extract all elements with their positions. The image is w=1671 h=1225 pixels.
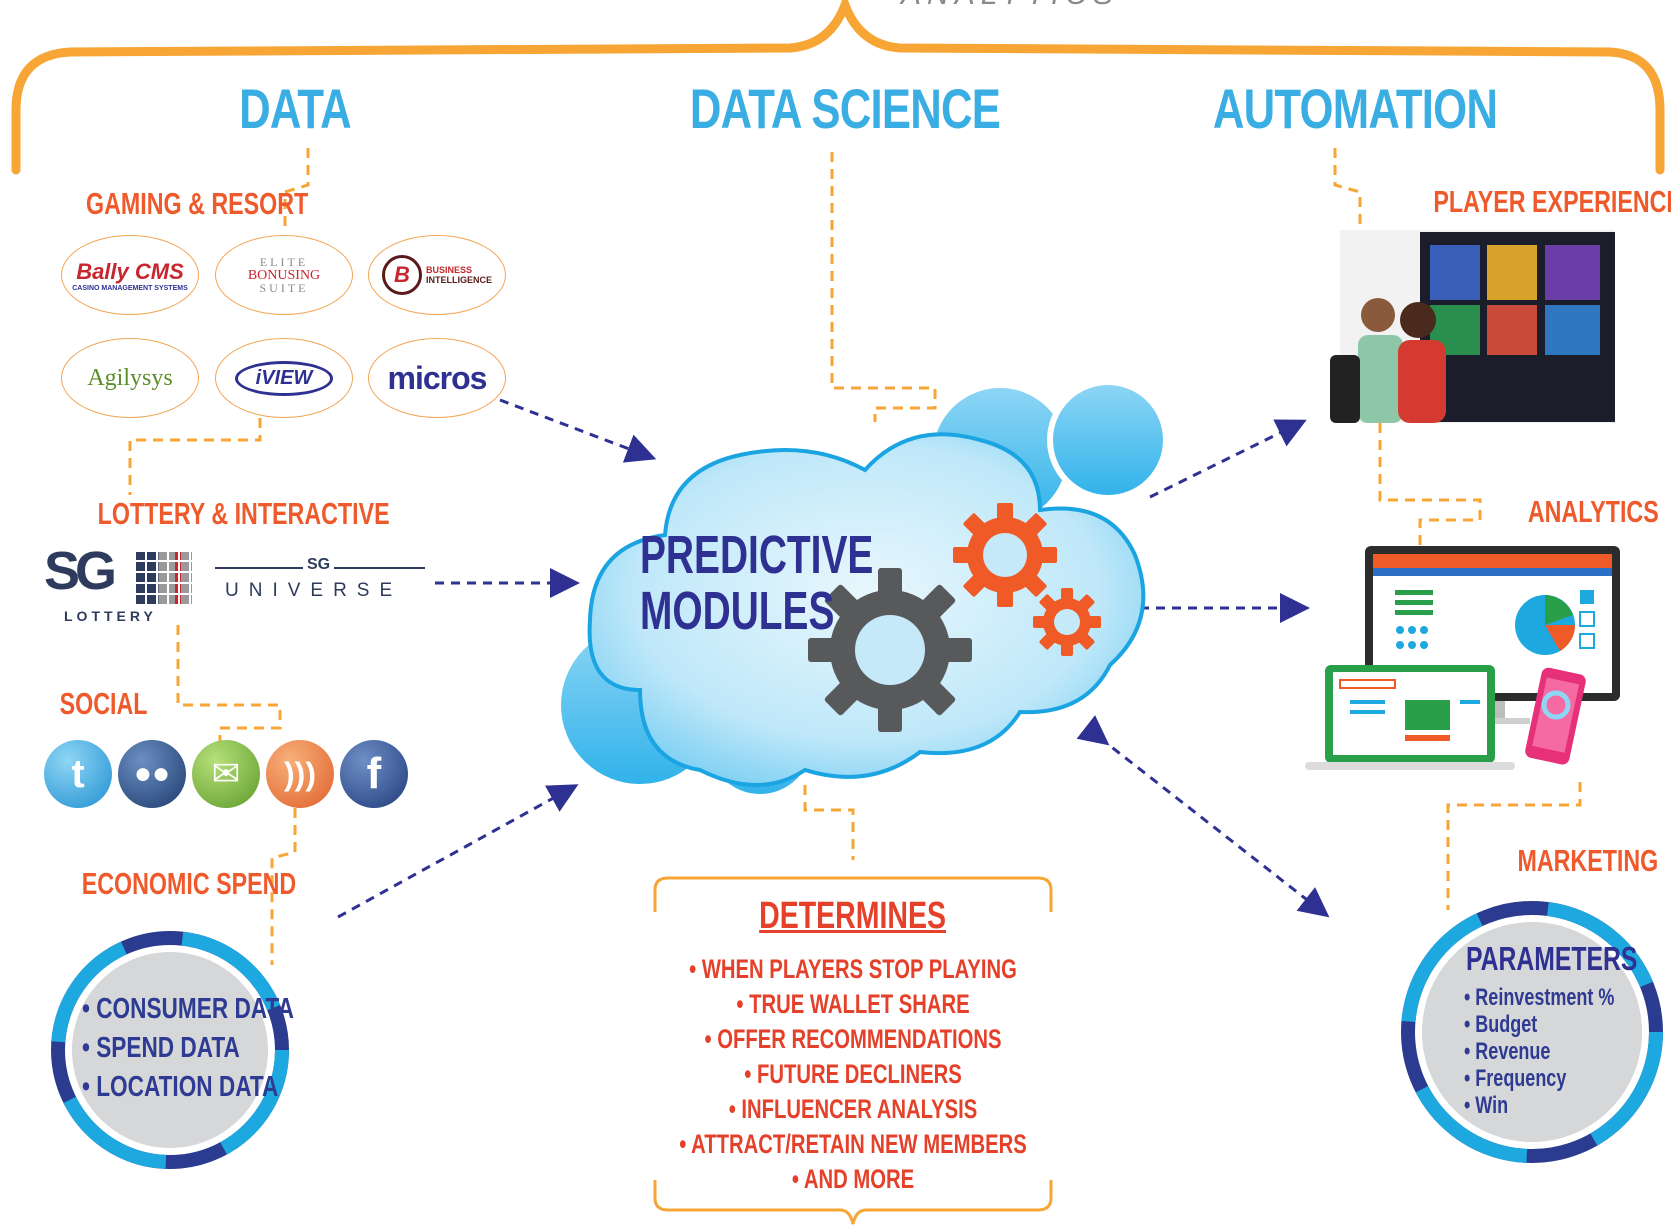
arrow-gaming-to-cloud	[499, 398, 657, 463]
arrow-cloud-to-player	[1149, 419, 1307, 499]
social-icons-row: t ●● ✉ ))) f	[44, 740, 408, 808]
determines-item: • WHEN PLAYERS STOP PLAYING	[689, 954, 1017, 984]
arrow-cloud-marketing	[1076, 715, 1330, 918]
parameter-item: • Budget	[1464, 1011, 1538, 1038]
analytics-devices-image	[1305, 546, 1620, 770]
parameter-item: • Revenue	[1464, 1038, 1551, 1065]
economic-item: • LOCATION DATA	[82, 1071, 279, 1103]
email-icon: ✉	[192, 740, 260, 808]
player-experience-image	[1330, 230, 1615, 423]
determines-title: DETERMINES	[759, 895, 947, 937]
connector-player-analytics	[1378, 423, 1482, 545]
determines-item: • AND MORE	[791, 1164, 915, 1194]
iview-logo: iVIEW	[215, 338, 353, 418]
connector-data	[283, 148, 310, 232]
economic-ring	[51, 931, 289, 1169]
determines-item: • FUTURE DECLINERS	[744, 1059, 962, 1089]
gear-medium-icon	[931, 481, 1079, 629]
analytics-brace	[11, 0, 1665, 175]
analytics-title: ANALYTICS	[1527, 494, 1659, 529]
twitter-icon: t	[44, 740, 112, 808]
business-intelligence-logo: B BUSINESS INTELLIGENCE	[368, 235, 506, 315]
determines-item: • OFFER RECOMMENDATIONS	[704, 1024, 1002, 1054]
gear-small-icon	[1018, 573, 1116, 671]
player-experience-title: PLAYER EXPERIENCE	[1433, 184, 1671, 219]
determines-bracket-bottom	[653, 1180, 1053, 1225]
marketing-ring	[1401, 901, 1663, 1163]
heading-data: DATA	[239, 77, 351, 140]
marketing-title: MARKETING	[1517, 843, 1659, 878]
determines-item: • ATTRACT/RETAIN NEW MEMBERS	[679, 1129, 1027, 1159]
elite-bonusing-logo: ELITE BONUSING SUITE	[215, 235, 353, 315]
social-title: SOCIAL	[59, 686, 148, 721]
determines-block: DETERMINES	[655, 895, 1051, 938]
bally-cms-logo: Bally CMS CASINO MANAGEMENT SYSTEMS	[61, 235, 199, 315]
analytics-top-label: ANALYTICS	[880, 0, 1140, 12]
connector-cloud-determines	[803, 785, 855, 860]
economic-item: • SPEND DATA	[82, 1032, 240, 1064]
facebook-icon: f	[340, 740, 408, 808]
sg-universe-logo: SG UNIVERSE	[215, 553, 425, 603]
economic-spend-title: ECONOMIC SPEND	[81, 866, 297, 901]
connector-social-economic	[270, 808, 297, 965]
sg-lottery-logo: SG LOTTERY	[44, 541, 194, 624]
heading-automation: AUTOMATION	[1212, 77, 1498, 140]
parameter-item: • Reinvestment %	[1464, 984, 1615, 1011]
myspace-icon: ●●	[118, 740, 186, 808]
gear-large-icon	[774, 534, 1006, 766]
parameters-list: • Reinvestment % • Budget • Revenue • Fr…	[1464, 984, 1614, 1119]
connector-analytics-marketing	[1446, 782, 1582, 910]
arrow-economic-to-cloud	[337, 784, 579, 919]
micros-logo: micros	[368, 338, 506, 418]
parameter-item: • Win	[1464, 1092, 1509, 1119]
economic-item: • CONSUMER DATA	[82, 993, 294, 1025]
lottery-interactive-title: LOTTERY & INTERACTIVE	[97, 496, 390, 531]
determines-item: • INFLUENCER ANALYSIS	[728, 1094, 978, 1124]
heading-data-science: DATA SCIENCE	[689, 77, 1001, 140]
parameter-item: • Frequency	[1464, 1065, 1567, 1092]
agilysys-logo: Agilysys	[61, 338, 199, 418]
parameters-title: PARAMETERS	[1466, 940, 1638, 977]
connector-gaming-lottery	[128, 418, 262, 495]
cloud-line-2: MODULES	[640, 581, 835, 641]
economic-items: • CONSUMER DATA • SPEND DATA • LOCATION …	[82, 990, 294, 1107]
gaming-resort-title: GAMING & RESORT	[86, 186, 309, 221]
connector-datascience	[830, 152, 937, 422]
determines-list: • WHEN PLAYERS STOP PLAYING • TRUE WALLE…	[630, 952, 1077, 1197]
cloud-label: PREDICTIVE MODULES	[640, 527, 873, 639]
determines-item: • TRUE WALLET SHARE	[736, 989, 970, 1019]
rss-icon: )))	[266, 740, 334, 808]
cloud-line-1: PREDICTIVE	[640, 525, 874, 585]
determines-bracket-top	[653, 876, 1053, 912]
connector-lottery-social	[176, 625, 282, 745]
